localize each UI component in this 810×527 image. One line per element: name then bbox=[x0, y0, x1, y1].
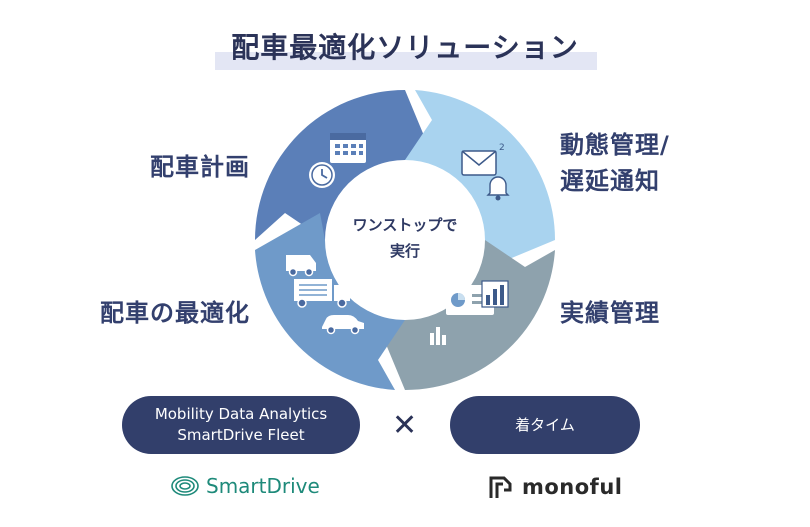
label-plan: 配車計画 bbox=[150, 153, 250, 181]
monoful-logo-text: monoful bbox=[522, 475, 623, 499]
center-label: ワンストップで 実行 bbox=[335, 212, 475, 264]
smartdrive-logo: SmartDrive bbox=[170, 474, 320, 498]
mail-icon: 2 bbox=[461, 143, 505, 176]
calendar-icon bbox=[330, 133, 366, 163]
center-line2: 実行 bbox=[389, 242, 420, 260]
product-right-label: 着タイム bbox=[515, 415, 575, 434]
segment-tracking bbox=[405, 90, 556, 267]
label-tracking-line2: 遅延通知 bbox=[560, 167, 660, 195]
cycle-diagram: 2 bbox=[255, 90, 556, 391]
cross-icon: ✕ bbox=[392, 408, 418, 443]
label-results: 実績管理 bbox=[560, 299, 660, 327]
label-tracking-line1: 動態管理/ bbox=[560, 131, 670, 159]
product-left-line2: SmartDrive Fleet bbox=[177, 426, 305, 444]
segment-results bbox=[378, 240, 555, 391]
monoful-mark-icon bbox=[489, 476, 512, 498]
clock-icon bbox=[309, 162, 335, 188]
title-highlight bbox=[215, 52, 597, 70]
center-line1: ワンストップで bbox=[352, 216, 458, 234]
smartdrive-mark-icon bbox=[171, 476, 199, 496]
title-container: 配車最適化ソリューション bbox=[0, 30, 810, 66]
van-icon bbox=[286, 255, 316, 277]
label-optimize: 配車の最適化 bbox=[100, 299, 250, 327]
smartdrive-logo-text: SmartDrive bbox=[206, 474, 320, 498]
bell-icon bbox=[486, 176, 510, 201]
product-chaku-time: 着タイム bbox=[450, 396, 640, 454]
bar-chart-icon bbox=[481, 280, 509, 308]
page-title: 配車最適化ソリューション bbox=[231, 31, 579, 64]
bar-chart-small-icon bbox=[430, 327, 446, 345]
product-left-line1: Mobility Data Analytics bbox=[154, 405, 328, 423]
segment-plan bbox=[255, 90, 432, 240]
truck-icon bbox=[294, 279, 350, 308]
product-smartdrive-fleet: Mobility Data Analytics SmartDrive Fleet bbox=[122, 396, 360, 454]
monoful-logo: monoful bbox=[488, 474, 622, 500]
car-icon bbox=[322, 315, 364, 335]
svg-text:2: 2 bbox=[499, 143, 505, 153]
